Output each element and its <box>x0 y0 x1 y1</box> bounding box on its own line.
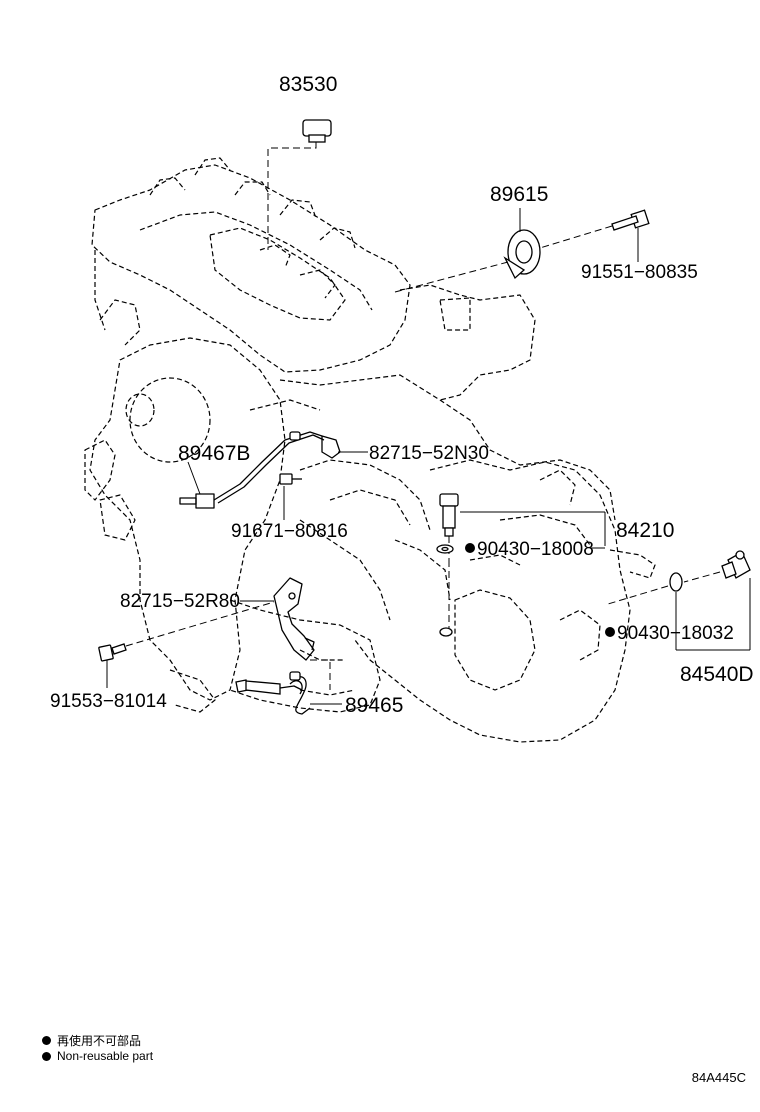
part-89467b-sensor <box>179 431 341 509</box>
bolt-91551-80835 <box>394 209 650 293</box>
engine-outline <box>84 157 656 743</box>
label-89465: 89465 <box>345 694 403 717</box>
label-89467b: 89467B <box>178 442 250 465</box>
part-89465-oxygen-sensor <box>235 659 342 715</box>
bolt-91553-81014 <box>98 601 275 688</box>
label-83530: 83530 <box>279 73 337 96</box>
part-83530-switch <box>267 119 332 250</box>
non-reusable-dot-icon <box>42 1051 51 1061</box>
legend-text-jp: 再使用不可部品 <box>57 1034 142 1048</box>
part-82715-52r80-bracket <box>240 577 315 661</box>
bolt-91671-80816 <box>279 473 302 520</box>
part-89615-knock-sensor <box>503 208 541 280</box>
label-91671-80816: 91671−80816 <box>231 521 348 542</box>
label-90430-18008: 90430−18008 <box>477 539 594 560</box>
label-91553-81014: 91553−81014 <box>50 691 167 712</box>
legend-text-en: Non-reusable part <box>57 1049 154 1063</box>
illustration-code: 84A445C <box>691 1070 746 1085</box>
non-reusable-dot-icon <box>42 1036 51 1045</box>
gasket-90430-18008 <box>436 543 605 554</box>
label-82715-52r80: 82715−52R80 <box>120 591 240 612</box>
part-84210-sensor <box>439 493 606 637</box>
label-91551-80835: 91551−80835 <box>581 262 698 283</box>
legend-line-jp: 再使用不可部品 <box>42 1032 141 1049</box>
label-90430-18032: 90430−18032 <box>617 623 734 644</box>
label-84540d: 84540D <box>680 663 754 686</box>
label-89615: 89615 <box>490 183 548 206</box>
label-82715-52n30: 82715−52N30 <box>369 443 489 464</box>
label-84210: 84210 <box>616 519 674 542</box>
part-84540d-sensor <box>605 550 751 651</box>
legend-line-en: Non-reusable part <box>42 1049 153 1063</box>
